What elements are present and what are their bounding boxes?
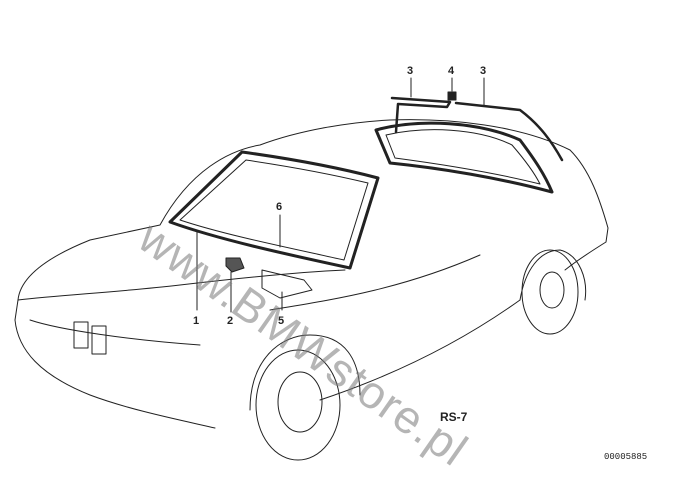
car-side-sill — [319, 299, 521, 401]
part-label-4: 4 — [448, 65, 455, 77]
car-front-lower — [14, 299, 19, 321]
part-label-2: 2 — [227, 315, 234, 327]
rear-wheel — [521, 249, 579, 335]
front-wheel — [255, 349, 341, 461]
trim-clip — [447, 91, 457, 101]
part-label-1: 1 — [193, 315, 200, 327]
windshield-seal — [168, 150, 380, 270]
rear-side-window-seal — [374, 121, 554, 194]
part-label-3b: 3 — [480, 65, 487, 77]
part-label-6: 6 — [276, 201, 283, 213]
front-wheel-arch — [249, 334, 361, 411]
roof-trim-strip-left — [390, 96, 452, 134]
diagram-code: RS-7 — [440, 410, 468, 424]
front-grille-right — [91, 325, 107, 355]
car-front-bumper — [14, 319, 216, 429]
windshield-inner — [179, 159, 369, 261]
roof-trim-strip-right — [454, 101, 564, 162]
front-wheel-hub — [277, 371, 323, 433]
rear-wheel-arch — [519, 249, 587, 301]
part-label-5: 5 — [278, 315, 285, 327]
car-body-outline — [17, 119, 609, 301]
reference-number: 00005885 — [604, 452, 648, 462]
mirror-bracket — [225, 257, 245, 273]
car-door-line — [269, 254, 481, 311]
rear-side-window-inner — [385, 129, 541, 185]
front-grille-left — [73, 321, 89, 349]
rear-wheel-hub — [539, 271, 565, 309]
mirror-base — [261, 269, 313, 299]
car-front-face — [29, 319, 201, 346]
car-hood-line — [17, 269, 346, 301]
part-label-3a: 3 — [407, 65, 414, 77]
